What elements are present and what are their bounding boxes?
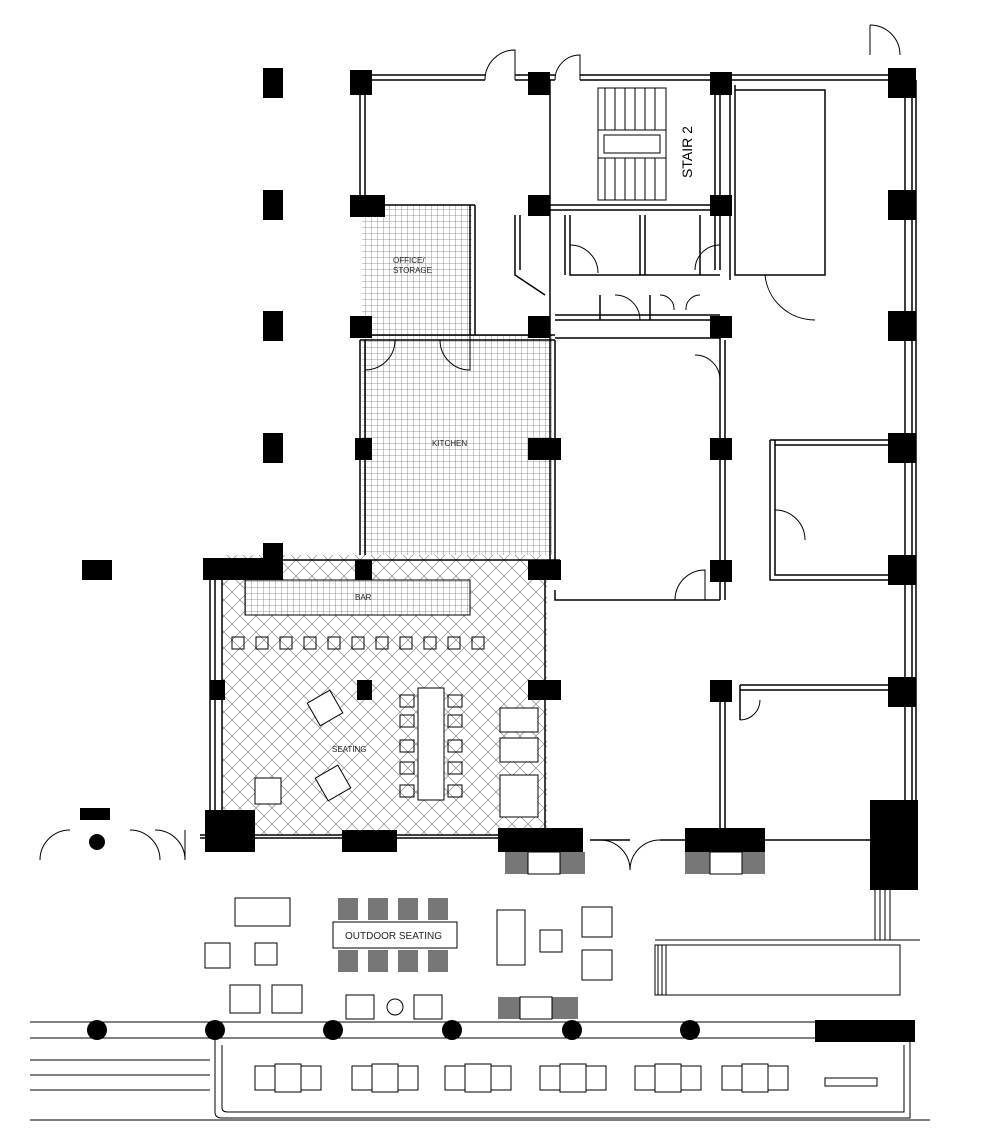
bar-label: BAR — [355, 593, 372, 602]
outdoor-seating-label: OUTDOOR SEATING — [345, 931, 442, 942]
terrace — [30, 1021, 930, 1121]
ramp — [654, 890, 920, 996]
terrace-tables — [254, 1063, 789, 1093]
seating-label: SEATING — [332, 745, 367, 754]
office-label-line1: OFFICE/ — [393, 256, 425, 265]
office-floor — [362, 205, 472, 335]
stair-2: STAIR 2 — [597, 87, 695, 201]
office-label-line2: STORAGE — [393, 266, 432, 275]
doors — [39, 24, 901, 871]
stair-label: STAIR 2 — [679, 126, 695, 178]
indoor-tables — [254, 687, 539, 818]
structural-columns — [80, 68, 918, 1042]
outdoor-furniture — [204, 851, 765, 1020]
bar-counter — [244, 579, 471, 616]
kitchen-floor — [362, 335, 552, 555]
kitchen-label: KITCHEN — [432, 439, 467, 448]
bar-stools — [231, 636, 485, 650]
